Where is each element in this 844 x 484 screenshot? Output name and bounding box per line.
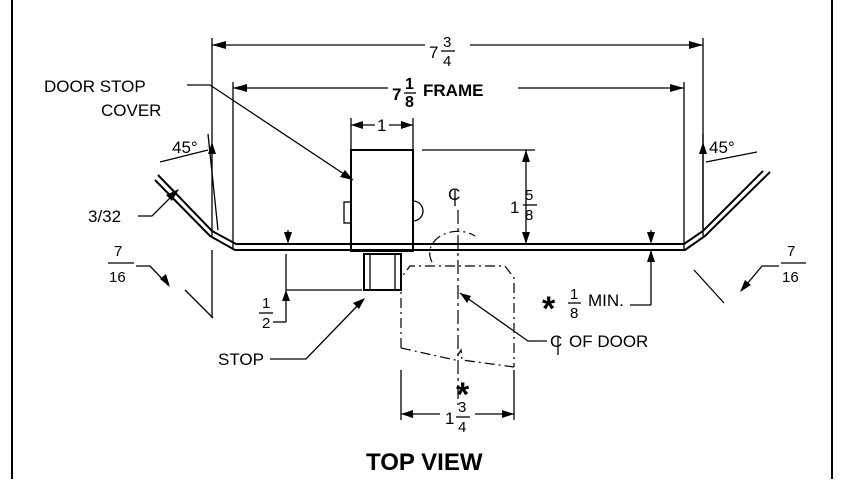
overall-width-whole: 7 bbox=[429, 43, 438, 62]
stop-block bbox=[363, 253, 402, 291]
return-left-num: 7 bbox=[114, 243, 122, 260]
return-left-den: 16 bbox=[109, 269, 126, 286]
overall-width-num: 3 bbox=[443, 34, 451, 51]
cover-screw-head bbox=[412, 200, 424, 222]
door-thickness-arrow-left bbox=[401, 410, 413, 418]
angle-left-label: 45° bbox=[172, 138, 198, 157]
door-swing-arc bbox=[429, 230, 476, 263]
return-right-ext-line bbox=[693, 269, 725, 304]
stop-projection-arrow bbox=[282, 290, 290, 301]
door-thickness-star: * bbox=[456, 376, 470, 414]
angle-right-arrow bbox=[699, 142, 707, 154]
cover-width-arrow-right bbox=[401, 121, 413, 129]
door-stop-cover-label-line2: COVER bbox=[101, 101, 161, 120]
angle-right-leader bbox=[705, 151, 758, 163]
depth-label: 1 5 8 bbox=[510, 187, 537, 224]
depth-num: 5 bbox=[525, 187, 533, 204]
door-thickness-whole: 1 bbox=[445, 409, 454, 428]
centerline-symbol-door: C bbox=[550, 332, 562, 351]
centerline-symbol-top: C bbox=[448, 185, 460, 204]
thickness-label: 3/32 bbox=[88, 207, 121, 226]
clearance-star: * bbox=[542, 290, 556, 328]
return-right-leader bbox=[741, 265, 779, 291]
stop-projection-label: 1 2 bbox=[259, 295, 273, 332]
frame-outer-profile bbox=[154, 171, 771, 251]
return-right-arrow bbox=[740, 280, 751, 292]
depth-arrow-bottom bbox=[522, 232, 530, 244]
return-left-leader bbox=[136, 265, 169, 286]
overall-arrow-left bbox=[212, 41, 226, 49]
door-thickness-arrow-right bbox=[502, 410, 514, 418]
angle-left-leader bbox=[159, 149, 209, 163]
clearance-label: * 1 8 MIN. bbox=[542, 286, 624, 328]
return-left-label: 7 16 bbox=[108, 243, 134, 286]
frame-width-whole: 7 bbox=[392, 85, 401, 104]
frame-width-label-text: FRAME bbox=[423, 81, 483, 100]
cover-width-arrow-left bbox=[351, 121, 363, 129]
stop-label: STOP bbox=[218, 350, 264, 369]
angle-left-arrow bbox=[208, 142, 216, 154]
return-right-den: 16 bbox=[782, 269, 799, 286]
overall-arrow-right bbox=[689, 41, 703, 49]
thickness-arrow bbox=[166, 189, 179, 201]
overall-width-label: 7 3 4 bbox=[429, 34, 455, 70]
frame-arrow-right bbox=[670, 84, 684, 92]
clearance-num: 1 bbox=[570, 286, 578, 303]
stop-projection-den: 2 bbox=[262, 315, 270, 332]
stop-leader bbox=[270, 299, 364, 360]
stop-leader-arrow bbox=[353, 298, 365, 309]
door-centerline-label: OF DOOR bbox=[569, 332, 648, 351]
return-left-ext-line bbox=[184, 289, 214, 319]
angle-right-label: 45° bbox=[709, 138, 735, 157]
cover-width-label: 1 bbox=[377, 116, 386, 135]
depth-arrow-top bbox=[522, 150, 530, 162]
door-thickness-den: 4 bbox=[458, 419, 466, 436]
door-centerline-leader bbox=[459, 292, 547, 342]
door-break-line bbox=[400, 347, 515, 368]
frame-arrow-left bbox=[233, 84, 247, 92]
door-stop-cover-leader bbox=[187, 84, 354, 181]
clearance-min-label: MIN. bbox=[588, 291, 624, 310]
door-thickness-label: 1 3 4 bbox=[445, 399, 470, 436]
frame-width-den: 8 bbox=[405, 94, 414, 111]
frame-inner-profile bbox=[157, 170, 764, 245]
door-stop-cover-label-line1: DOOR STOP bbox=[44, 77, 146, 96]
overall-width-den: 4 bbox=[443, 53, 451, 70]
clearance-arrow bbox=[647, 250, 655, 262]
door-centerline-leader-arrow bbox=[460, 293, 471, 303]
door-stop-cover-leader-arrow bbox=[340, 170, 353, 180]
depth-whole: 1 bbox=[510, 198, 519, 217]
door-outline bbox=[400, 265, 515, 367]
cover-fastener bbox=[343, 201, 352, 224]
door-stop-cover bbox=[350, 149, 414, 252]
frame-width-num: 1 bbox=[405, 76, 414, 93]
view-title: TOP VIEW bbox=[366, 449, 483, 476]
return-right-num: 7 bbox=[787, 243, 795, 260]
return-left-arrow bbox=[160, 274, 170, 287]
clearance-den: 8 bbox=[570, 305, 578, 322]
thickness-leader bbox=[138, 189, 179, 217]
return-right-label: 7 16 bbox=[781, 243, 806, 286]
depth-den: 8 bbox=[525, 207, 533, 224]
door-thickness-num: 3 bbox=[458, 399, 466, 416]
stop-projection-num: 1 bbox=[262, 295, 270, 312]
frame-width-label: 7 1 8 FRAME bbox=[392, 76, 483, 111]
